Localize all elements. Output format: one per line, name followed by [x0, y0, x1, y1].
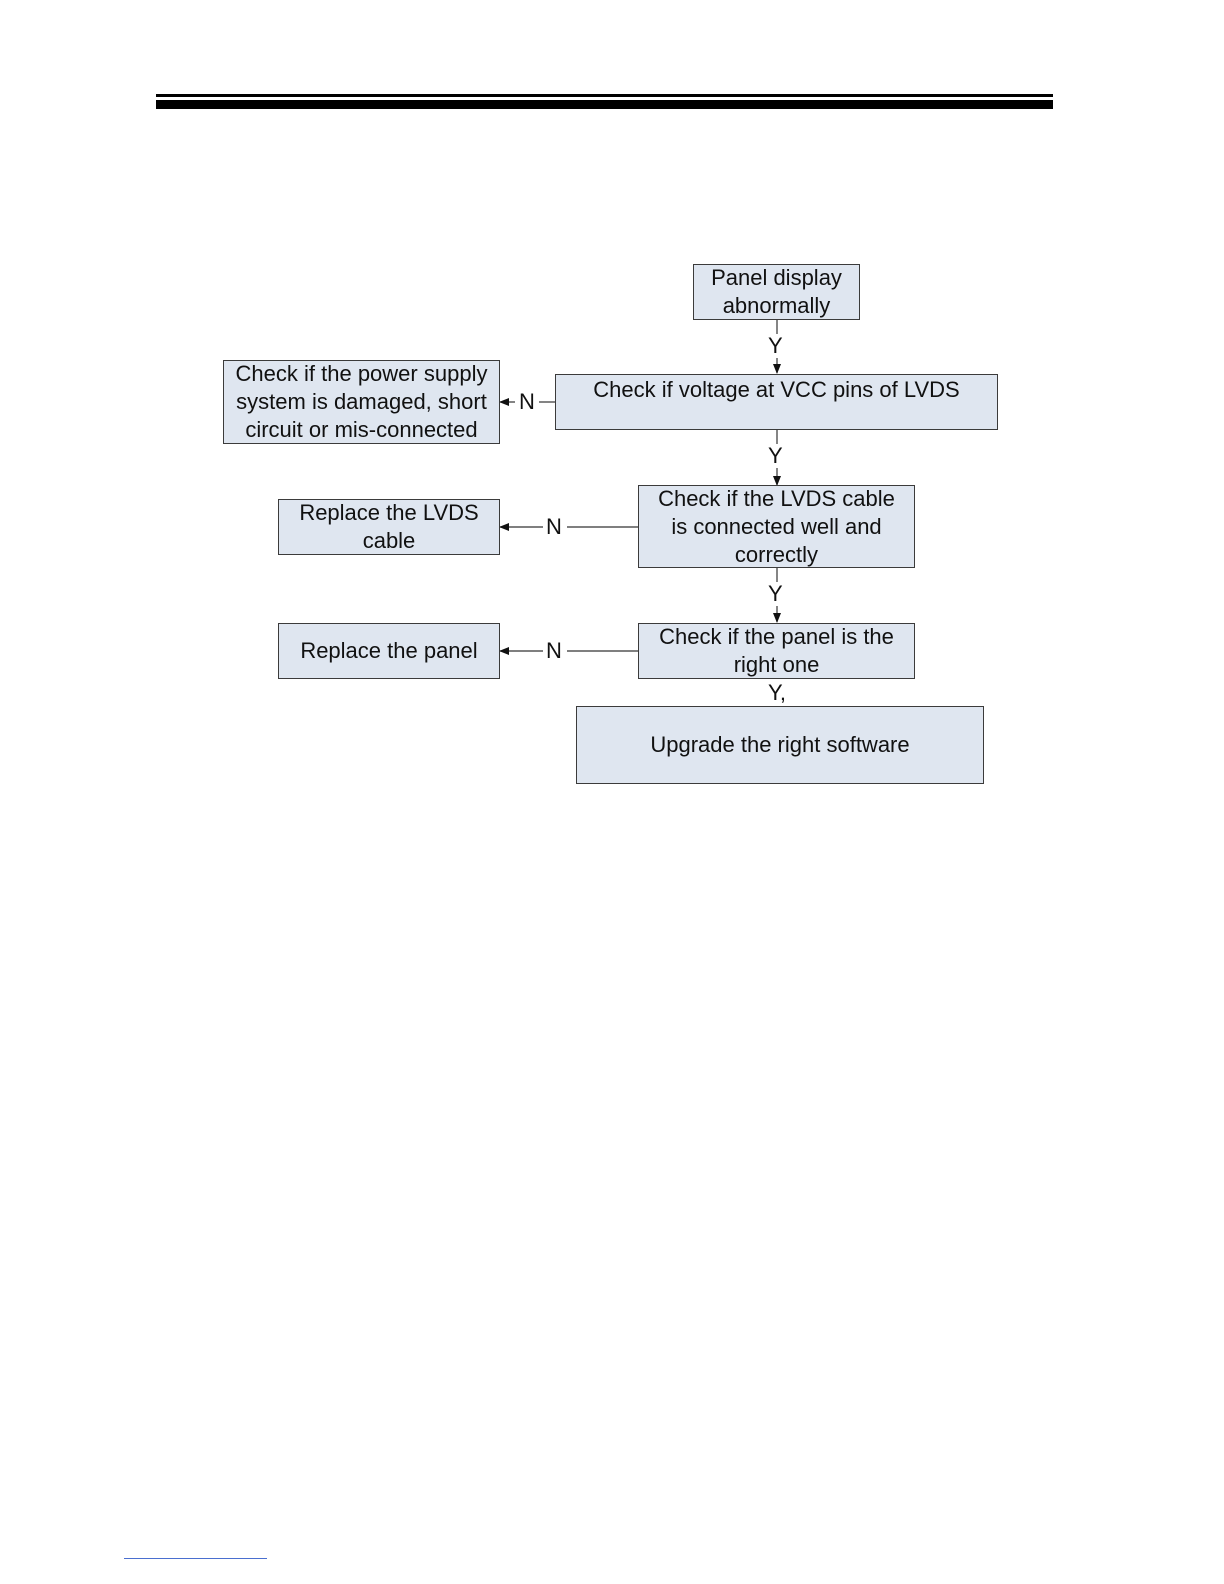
check-cable-box: Check if the LVDS cable is connected wel… — [638, 485, 915, 568]
replace-cable-box: Replace the LVDS cable — [278, 499, 500, 555]
start-text: Panel display abnormally — [711, 265, 842, 318]
start-box: Panel display abnormally — [693, 264, 860, 320]
replace-panel-text: Replace the panel — [300, 638, 478, 663]
footer-rule — [124, 1558, 267, 1559]
check-panel-box: Check if the panel is the right one — [638, 623, 915, 679]
no-label-2: N — [546, 514, 562, 539]
yes-label-2: Y — [768, 443, 783, 468]
yes-label-3: Y — [768, 581, 783, 606]
replace-cable-text: Replace the LVDS cable — [299, 500, 479, 553]
check-vcc-box: Check if voltage at VCC pins of LVDS — [555, 374, 998, 430]
power-supply-text: Check if the power supply system is dama… — [235, 361, 488, 442]
yes-label-4: Y, — [768, 680, 786, 705]
yes-label-1: Y — [768, 333, 783, 358]
header-rule-thick — [156, 100, 1053, 109]
upgrade-text: Upgrade the right software — [650, 732, 910, 757]
no-label-1: N — [519, 389, 535, 414]
upgrade-box: Upgrade the right software — [576, 706, 984, 784]
power-supply-box: Check if the power supply system is dama… — [223, 360, 500, 444]
replace-panel-box: Replace the panel — [278, 623, 500, 679]
no-label-3: N — [546, 638, 562, 663]
check-panel-text: Check if the panel is the right one — [659, 624, 894, 677]
check-vcc-text: Check if voltage at VCC pins of LVDS — [593, 377, 960, 402]
check-cable-text: Check if the LVDS cable is connected wel… — [658, 485, 895, 567]
header-rule-thin — [156, 94, 1053, 97]
